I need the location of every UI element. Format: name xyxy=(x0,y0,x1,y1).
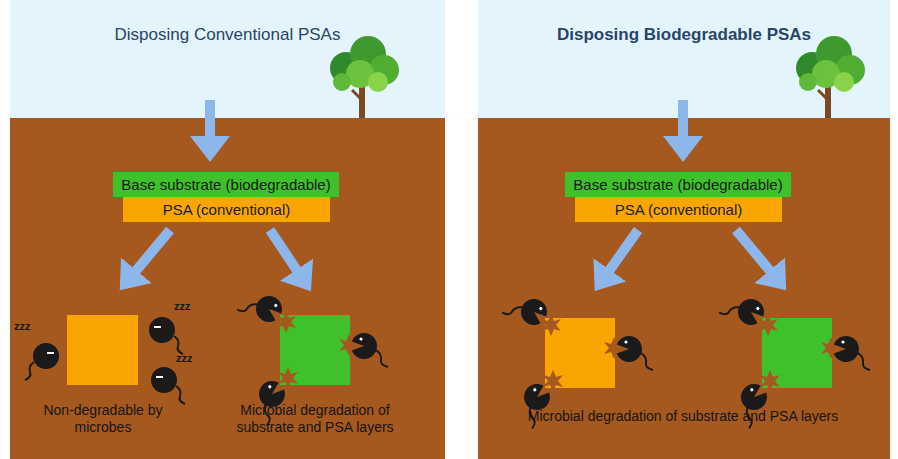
panel-title: Disposing Biodegradable PSAs xyxy=(478,25,890,45)
sleep-mark: zzz xyxy=(14,320,31,332)
layer-label: Base substrate (biodegradable) xyxy=(121,176,330,193)
layer-label: Base substrate (biodegradable) xyxy=(573,176,782,193)
outcome-label: Non-degradable by microbes xyxy=(33,402,173,436)
scene-panel: Disposing Conventional PSAsBase substrat… xyxy=(10,0,445,459)
sleep-mark: zzz xyxy=(174,300,191,312)
panel-illustration xyxy=(478,0,890,459)
panel-illustration xyxy=(10,0,445,459)
layer-bar: Base substrate (biodegradable) xyxy=(565,172,791,197)
panel-title: Disposing Conventional PSAs xyxy=(10,25,445,45)
outcome-label: Microbial degradation of substrate and P… xyxy=(483,408,883,425)
layer-bar: Base substrate (biodegradable) xyxy=(113,172,339,197)
layer-label: PSA (conventional) xyxy=(163,201,291,218)
layer-bar: PSA (conventional) xyxy=(123,197,330,222)
layer-label: PSA (conventional) xyxy=(615,201,743,218)
layer-bar: PSA (conventional) xyxy=(575,197,782,222)
outcome-label: Microbial degradation of substrate and P… xyxy=(215,402,415,436)
sleep-mark: zzz xyxy=(176,352,193,364)
scene-panel: Disposing Biodegradable PSAsBase substra… xyxy=(478,0,890,459)
